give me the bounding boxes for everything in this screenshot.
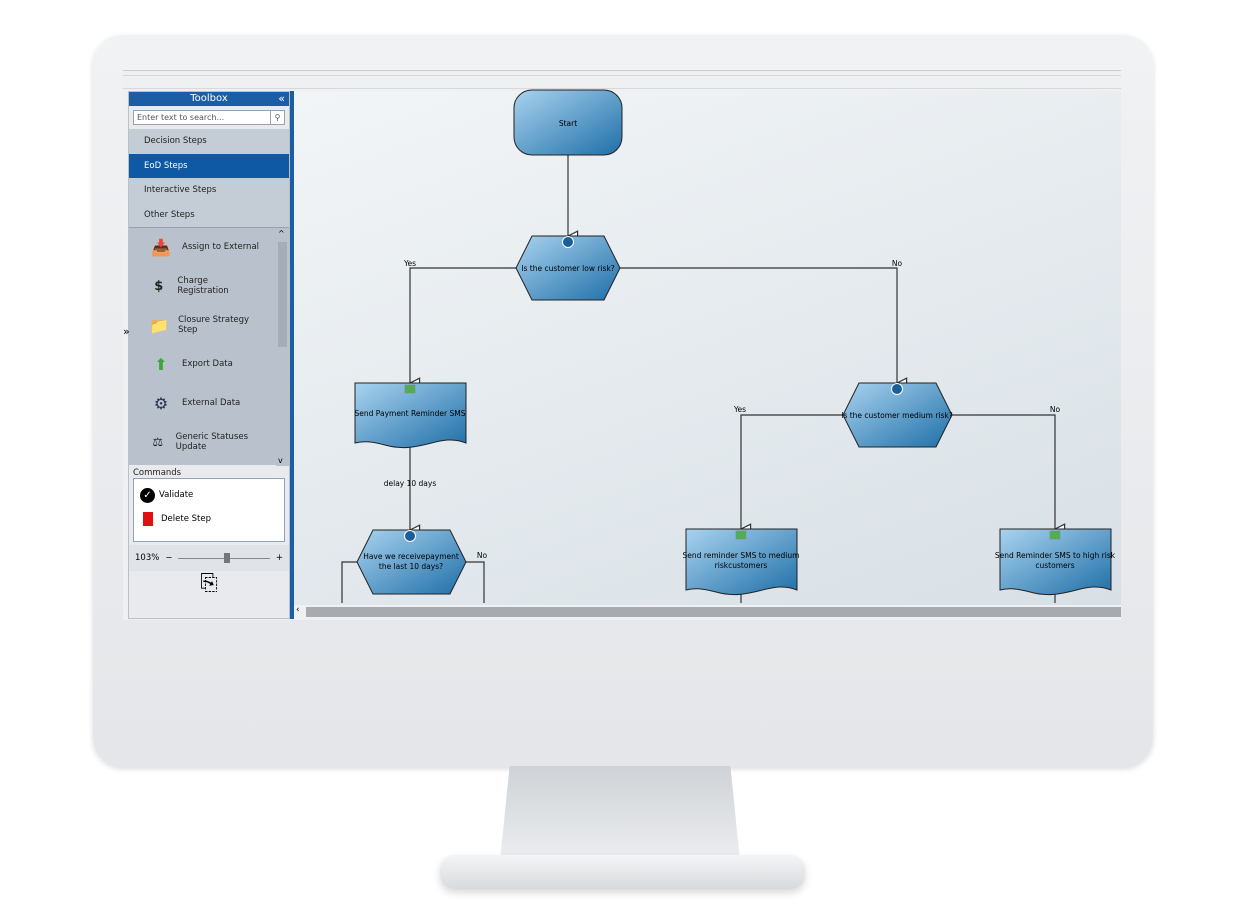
monitor-base: [440, 855, 805, 889]
search-input[interactable]: Enter text to search... ⚲: [133, 110, 285, 125]
collapse-icon[interactable]: «: [278, 92, 285, 105]
item-label: Export Data: [182, 359, 233, 369]
toolbox-scrollbar[interactable]: ^v: [276, 228, 289, 466]
category-decision-steps[interactable]: Decision Steps: [129, 129, 289, 154]
zoom-out-icon[interactable]: −: [165, 553, 173, 563]
item-label: Generic Statuses Update: [175, 432, 249, 452]
horizontal-scrollbar[interactable]: ‹: [294, 605, 1121, 619]
dollar-share-icon: $: [154, 278, 164, 294]
monitor-stand: [500, 766, 740, 861]
gavel-icon: ⚖: [152, 435, 164, 449]
check-icon: ✓: [140, 487, 155, 503]
zoom-in-icon[interactable]: +: [275, 553, 283, 563]
toolbox-title: Toolbox: [190, 93, 228, 104]
panel-splitter[interactable]: [290, 91, 294, 619]
zoom-slider[interactable]: [178, 552, 270, 563]
item-label: Closure Strategy Step: [178, 315, 250, 335]
toolbox-item-closure-strategy[interactable]: 📁 Closure Strategy Step: [129, 312, 259, 338]
box-arrow-icon: 📥: [151, 237, 171, 257]
validate-button[interactable]: ✓ Validate: [140, 483, 278, 507]
toolbox-item-external-data[interactable]: ⚙ External Data: [129, 390, 240, 416]
category-eod-steps[interactable]: EoD Steps: [129, 153, 289, 178]
category-other-steps[interactable]: Other Steps: [129, 202, 289, 227]
toolbox-header: Toolbox «: [129, 92, 289, 106]
delete-step-button[interactable]: Delete Step: [140, 507, 278, 531]
scroll-down-icon[interactable]: v: [278, 456, 283, 465]
commands-title: Commands: [133, 468, 182, 478]
toolbox-items: 📥 Assign to External $ Charge Registration…: [129, 227, 289, 466]
search-placeholder: Enter text to search...: [137, 113, 225, 122]
scroll-left-icon[interactable]: ‹: [296, 605, 300, 615]
item-label: Assign to External: [182, 242, 260, 252]
app-window: Toolbox « Enter text to search... ⚲ Decisi…: [123, 70, 1121, 620]
item-label: External Data: [182, 398, 241, 408]
up-arrow-icon: ⬆: [154, 354, 168, 374]
zoom-control: 103%− +: [129, 545, 289, 571]
category-interactive-steps[interactable]: Interactive Steps: [129, 178, 289, 203]
toolbox-item-export-data[interactable]: ⬆ Export Data: [129, 351, 233, 377]
scroll-thumb[interactable]: [278, 242, 287, 347]
delete-label: Delete Step: [161, 514, 211, 524]
diagram-canvas[interactable]: [294, 91, 1121, 605]
expand-toolbox-icon[interactable]: »: [123, 325, 130, 338]
folder-x-icon: 📁: [149, 315, 169, 335]
trash-icon: [143, 512, 153, 526]
toolbox-item-assign-to-external[interactable]: 📥 Assign to External: [129, 234, 259, 260]
truck-gear-icon: ⚙: [153, 393, 169, 413]
validate-label: Validate: [159, 490, 194, 500]
commands-section: Commands ✓ Validate Delete Step: [129, 465, 289, 545]
item-label: Charge Registration: [177, 276, 229, 296]
overview-icon[interactable]: ⎘: [200, 571, 218, 596]
scroll-up-icon[interactable]: ^: [278, 229, 285, 238]
toolbox-item-generic-statuses[interactable]: ⚖ Generic Statuses Update: [129, 429, 259, 455]
toolbox-panel: Toolbox « Enter text to search... ⚲ Decisi…: [128, 91, 290, 619]
h-scroll-thumb[interactable]: [306, 607, 1121, 617]
zoom-level: 103%: [135, 553, 160, 563]
zoom-thumb[interactable]: [224, 552, 231, 563]
toolbox-item-charge-registration[interactable]: $ Charge Registration: [129, 273, 249, 299]
toolbar-strip: [123, 75, 1121, 89]
search-icon[interactable]: ⚲: [270, 111, 284, 124]
